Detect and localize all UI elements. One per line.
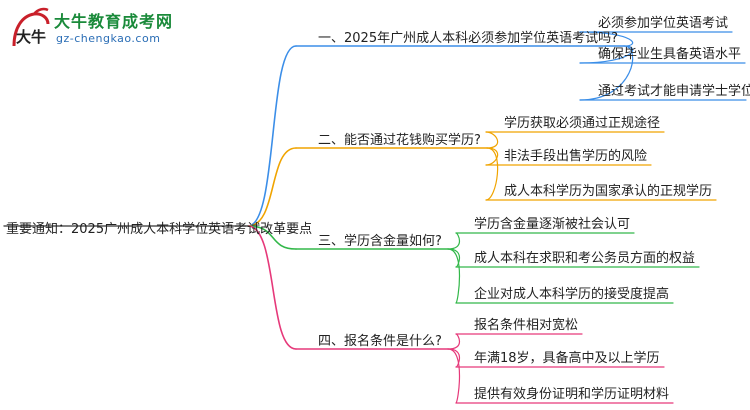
leaf-topic: 报名条件相对宽松 bbox=[474, 318, 579, 333]
leaf-topic: 企业对成人本科学历的接受度提高 bbox=[474, 287, 670, 302]
leaf-topic: 成人本科在求职和考公务员方面的权益 bbox=[474, 251, 696, 266]
branch-topic-2: 二、能否通过花钱购买学历? bbox=[318, 133, 481, 148]
logo-url: gz-chengkao.com bbox=[56, 32, 161, 45]
branch-connector bbox=[247, 225, 297, 350]
leaf-connector bbox=[447, 348, 461, 404]
leaf-topic: 提供有效身份证明和学历证明材料 bbox=[474, 387, 670, 402]
logo-title: 大牛教育成考网 bbox=[54, 12, 174, 31]
root-topic: 重要通知：2025广州成人本科学位英语考试改革要点 bbox=[6, 222, 313, 237]
leaf-topic: 必须参加学位英语考试 bbox=[598, 16, 729, 31]
branch-connector bbox=[247, 45, 297, 227]
leaf-connector bbox=[485, 147, 499, 201]
leaf-topic: 学历含金量逐渐被社会认可 bbox=[474, 217, 631, 232]
leaf-topic: 确保毕业生具备英语水平 bbox=[598, 47, 742, 62]
branch-topic-4: 四、报名条件是什么? bbox=[318, 334, 442, 349]
logo-mark-text: 大牛 bbox=[16, 28, 46, 46]
bull-logo-icon: 大牛 bbox=[12, 7, 50, 47]
branch-connector bbox=[247, 147, 297, 227]
leaf-topic: 非法手段出售学历的风险 bbox=[504, 149, 648, 164]
leaf-connector bbox=[579, 45, 634, 101]
leaf-connector bbox=[485, 131, 499, 149]
branch-topic-1: 一、2025年广州成人本科必须参加学位英语考试吗? bbox=[318, 31, 618, 46]
leaf-connector bbox=[447, 248, 461, 304]
leaf-connector bbox=[447, 232, 461, 250]
leaf-topic: 学历获取必须通过正规途径 bbox=[504, 116, 661, 131]
leaf-topic: 年满18岁，具备高中及以上学历 bbox=[474, 351, 660, 366]
leaf-topic: 成人本科学历为国家承认的正规学历 bbox=[504, 184, 713, 199]
branch-topic-3: 三、学历含金量如何? bbox=[318, 234, 442, 249]
leaf-connector bbox=[447, 333, 461, 350]
branch-connector bbox=[247, 225, 297, 250]
site-logo[interactable]: 大牛 大牛教育成考网 gz-chengkao.com bbox=[8, 6, 208, 54]
leaf-topic: 通过考试才能申请学士学位证书 bbox=[598, 84, 750, 99]
